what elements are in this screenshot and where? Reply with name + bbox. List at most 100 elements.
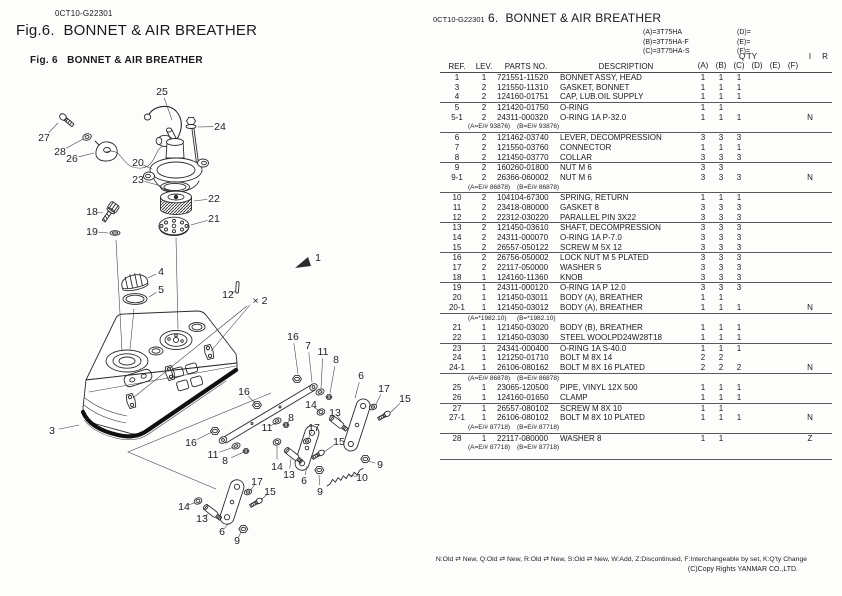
callout-leader-line [249, 485, 255, 492]
cell-qty-a: 3 [700, 212, 706, 222]
callout-leader-line [320, 358, 323, 389]
cell-qty-e [766, 203, 784, 213]
cell-qty-a: 1 [700, 73, 706, 82]
cell-r [818, 143, 832, 153]
cell-qty-e [766, 323, 784, 333]
cell-qty-d [748, 83, 766, 93]
callout-leader-line [197, 431, 213, 440]
cell-qty-b: 3 [718, 242, 724, 252]
cell-qty-d [748, 363, 766, 373]
note-text: (A=E/# 87718) [468, 424, 511, 432]
cell-ref: 7 [454, 142, 460, 152]
cell-ref: 20 [452, 293, 462, 303]
callout-leader-line [318, 474, 320, 486]
cell-qty-e [766, 113, 784, 123]
cell-i [802, 243, 818, 253]
header-ref: REF. [448, 62, 466, 71]
legend-item: (C)=3T75HA-S [643, 48, 690, 55]
cell-qty-c: 1 [736, 193, 742, 203]
parts-table: REF. LEV. PARTS NO. DESCRIPTION Q'TY I R… [440, 52, 832, 461]
cell-qty-f [784, 143, 802, 153]
cell-parts-no: 104104-67300 [497, 193, 549, 203]
callout-leader-line [230, 290, 237, 294]
callout-leader-line [313, 406, 320, 412]
cell-qty-a: 1 [700, 92, 706, 102]
callout-label: 8 [288, 412, 294, 424]
cell-ref: 24-1 [448, 362, 465, 372]
callout-leader-line [78, 152, 95, 158]
gasket-11-drawing [231, 388, 325, 450]
callout-label: 6 [219, 526, 225, 538]
cell-ref: 21 [452, 323, 462, 333]
cell-qty-c: 1 [736, 112, 742, 122]
cell-qty-e [766, 303, 784, 313]
cell-i [802, 73, 818, 83]
header-qty-col: (F) [787, 61, 799, 70]
cell-ref: 5-1 [451, 112, 463, 122]
cell-parts-no: 121550-03760 [497, 142, 549, 152]
cell-qty-e [766, 434, 784, 444]
cell-parts-no: 124160-01650 [497, 393, 549, 402]
cell-i [802, 404, 818, 414]
cell-lev: 2 [481, 193, 487, 203]
callout-leader-line [58, 424, 80, 430]
cell-qty-f [784, 303, 802, 313]
header-description: DESCRIPTION [598, 62, 654, 71]
cell-qty-d [748, 133, 766, 143]
nut-8-drawing [242, 394, 333, 454]
cell-qty-b: 3 [718, 283, 724, 293]
cell-qty-a: 1 [700, 82, 706, 92]
cell-description: LEVER, DECOMPRESSION [560, 133, 662, 143]
cell-qty-b: 2 [718, 362, 724, 372]
cell-ref: 3 [454, 82, 460, 92]
cell-ref: 9 [454, 163, 460, 173]
cell-qty-f [784, 73, 802, 83]
callout-label: 13 [329, 407, 341, 419]
note-text: (A=E/# 86878) [468, 374, 511, 382]
callout-label: 9 [234, 535, 240, 547]
cell-i [802, 163, 818, 173]
cell-qty-e [766, 253, 784, 263]
cell-qty-a: 3 [700, 163, 706, 173]
lock-nut-16-drawing [210, 375, 302, 435]
cell-i [802, 143, 818, 153]
header-qty-col: (C) [733, 61, 745, 70]
cell-qty-c: 1 [736, 383, 742, 393]
cell-qty-f [784, 173, 802, 183]
parts-table-header: REF. LEV. PARTS NO. DESCRIPTION Q'TY I R… [440, 52, 832, 73]
cell-r [818, 113, 832, 123]
cell-qty-e [766, 243, 784, 253]
callout-leader-line [375, 394, 382, 405]
cell-i [802, 133, 818, 143]
cell-qty-a: 1 [700, 332, 706, 342]
cell-qty-b: 1 [718, 142, 724, 152]
cell-i: N [807, 302, 813, 312]
cell-lev: 2 [481, 242, 487, 252]
cell-qty-b: 1 [718, 193, 724, 203]
callout-leader-line [248, 395, 256, 404]
cell-qty-c [730, 353, 748, 363]
cell-parts-no: 26106-080162 [497, 362, 549, 372]
reference-lines [115, 237, 272, 490]
callout-label: 23 [132, 174, 144, 186]
cell-r [818, 404, 832, 414]
cell-i [802, 344, 818, 354]
cell-qty-b: 1 [718, 393, 724, 402]
cell-ref: 17 [452, 263, 462, 273]
model-legend: (A)=3T75HA(B)=3T75HA-F(C)=3T75HA-S (D)=(… [643, 28, 751, 57]
plate-21-drawing [158, 216, 190, 236]
cell-lev: 1 [481, 323, 487, 333]
cell-qty-b: 3 [718, 223, 724, 233]
callout-leader-line [164, 97, 173, 121]
cell-qty-a: 1 [700, 343, 706, 353]
